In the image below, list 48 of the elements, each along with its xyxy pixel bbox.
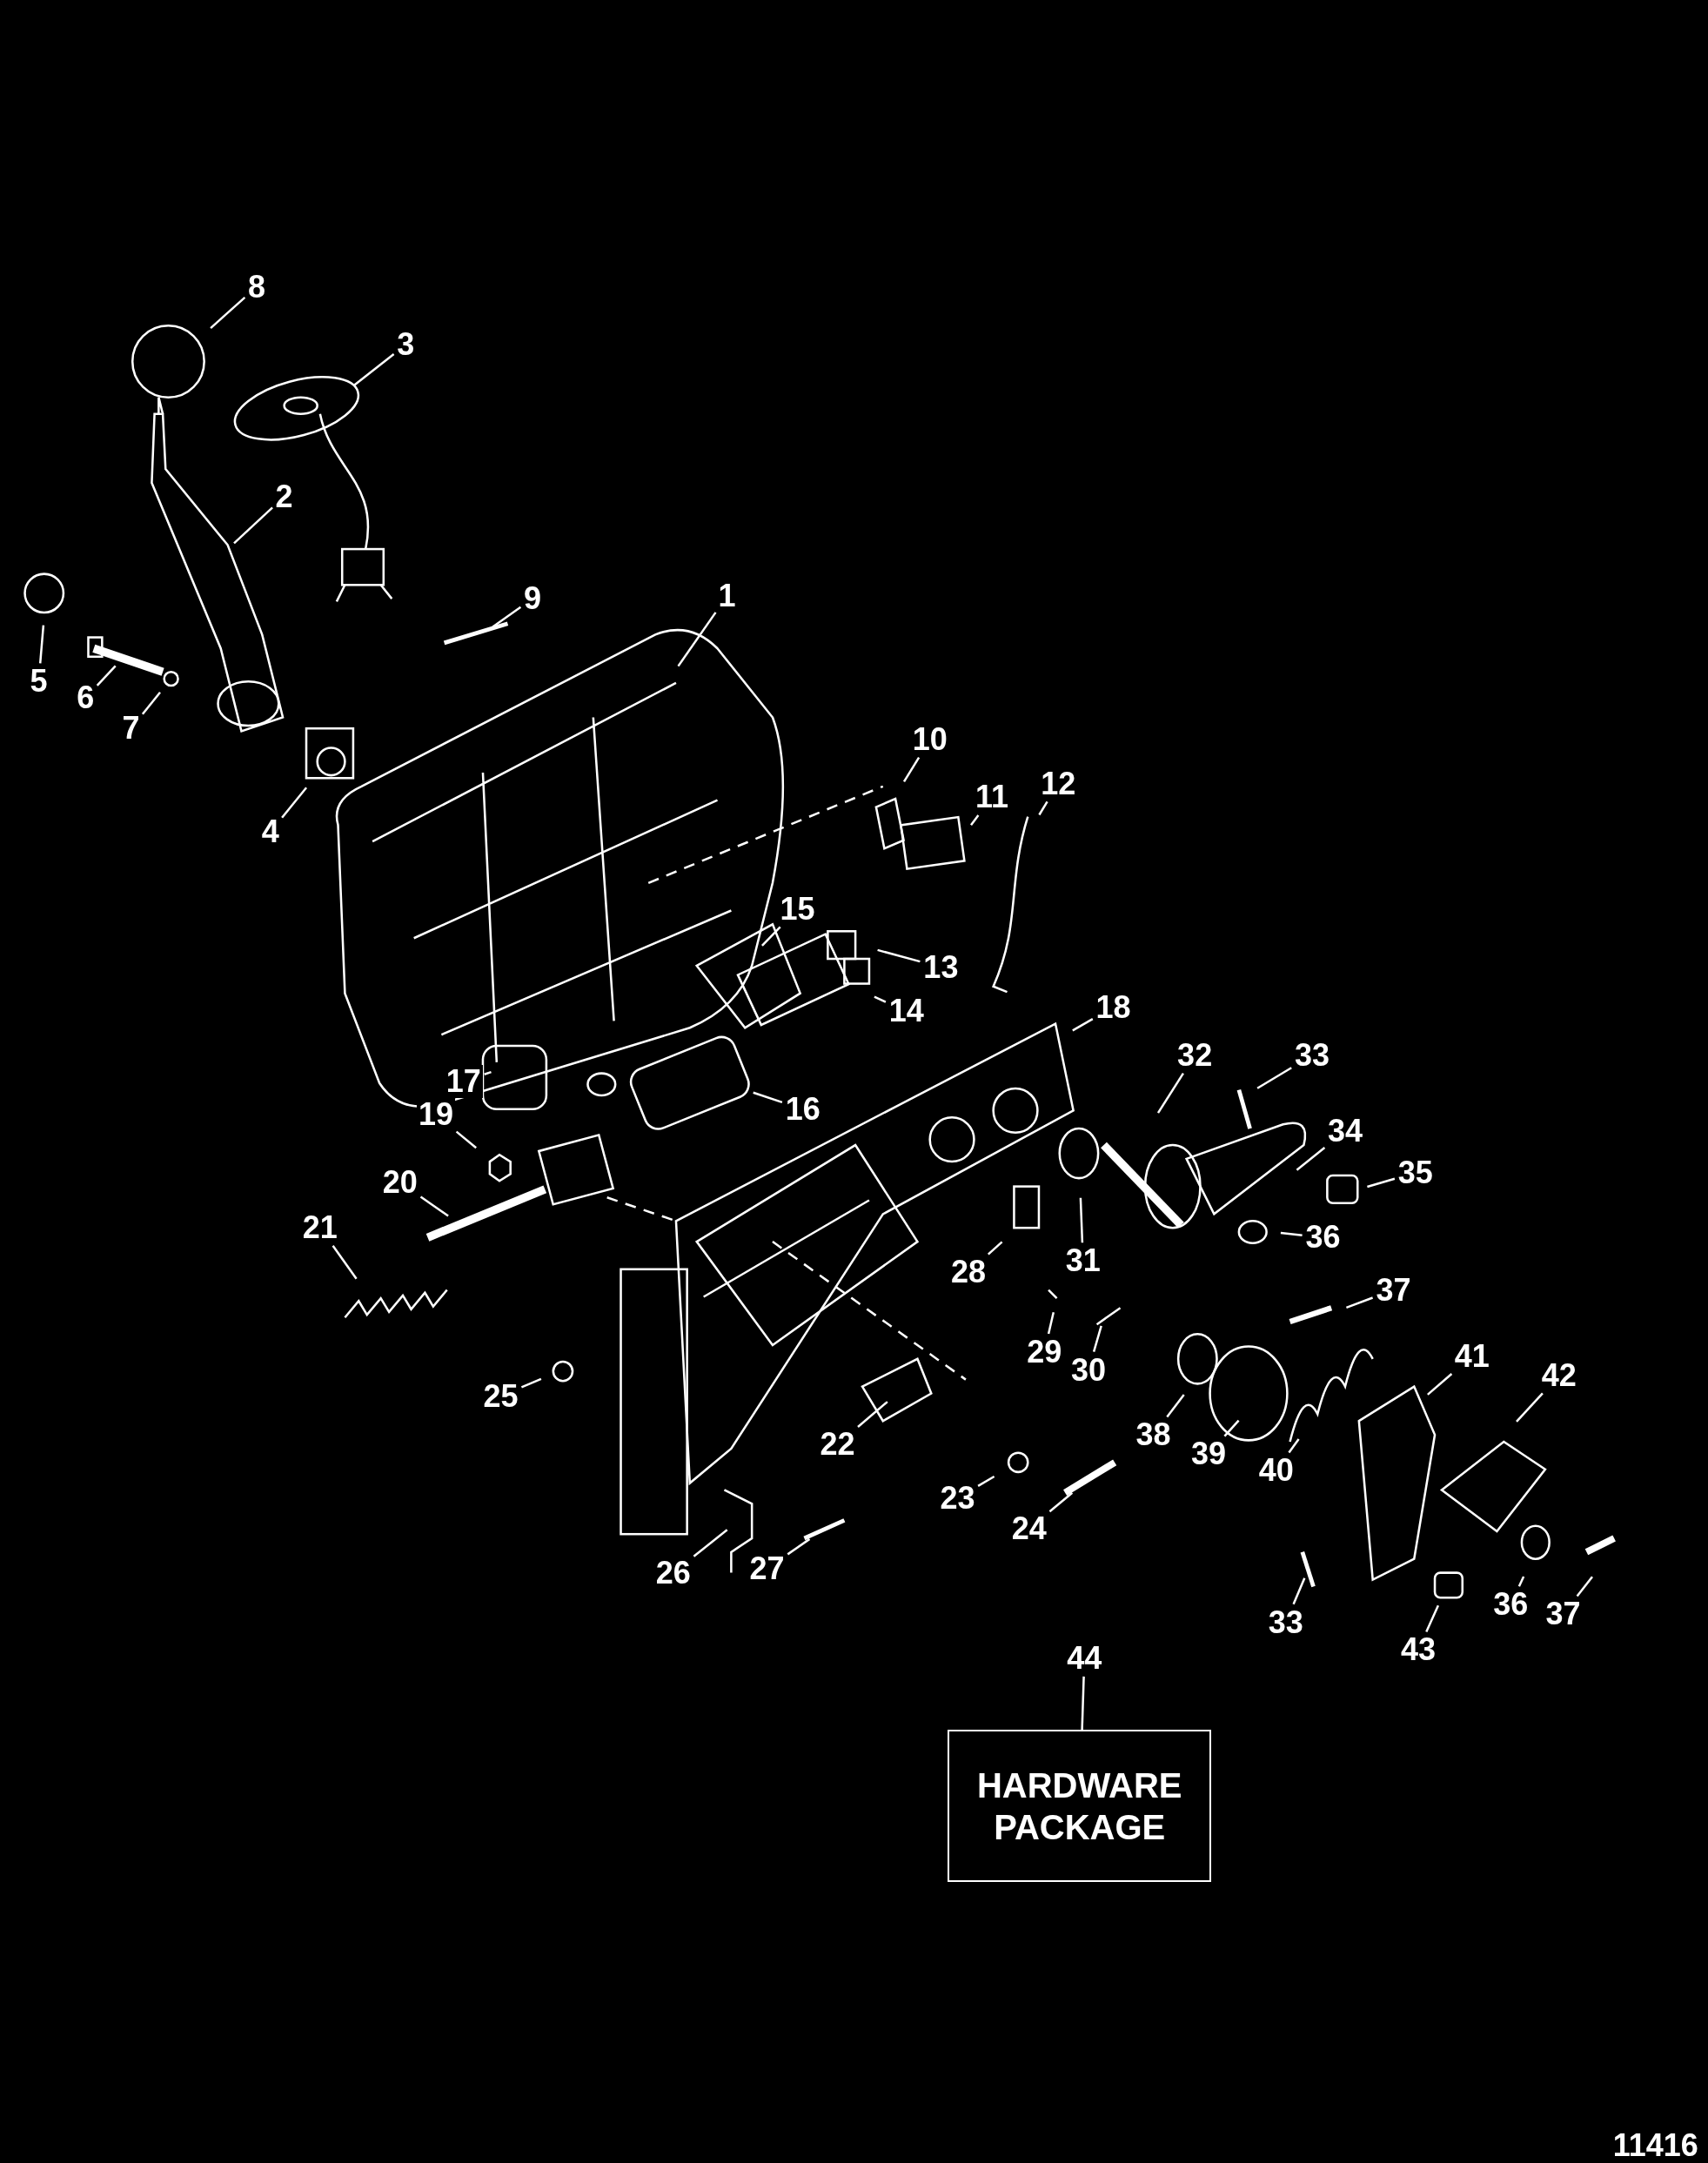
leader-line: [96, 665, 117, 686]
leader-line: [1166, 1394, 1185, 1418]
leader-line: [1081, 1676, 1085, 1731]
leader-line: [693, 1529, 728, 1557]
leader-line: [1517, 1576, 1525, 1587]
leader-line: [787, 1537, 811, 1556]
leader-line: [1292, 1577, 1306, 1605]
leader-line: [1296, 1147, 1326, 1171]
leader-line: [1047, 1311, 1055, 1335]
leader-line: [1425, 1604, 1440, 1633]
leader-line: [1516, 1392, 1544, 1423]
leader-line: [1256, 1067, 1292, 1089]
leader-line: [1288, 1438, 1300, 1454]
leader-line: [38, 625, 45, 664]
leader-line: [419, 1195, 449, 1217]
leader-line: [874, 995, 887, 1003]
leader-line: [1156, 1073, 1184, 1114]
leader-line: [1367, 1177, 1396, 1189]
leader-line: [987, 1241, 1003, 1256]
figure-number: 11416: [1612, 2126, 1698, 2163]
leader-line: [484, 1070, 492, 1075]
leader-line: [902, 756, 921, 783]
leader-line: [877, 948, 921, 963]
leader-line: [1223, 1419, 1240, 1437]
leader-line: [281, 787, 308, 819]
leader-line: [1038, 800, 1048, 816]
leader-line: [1079, 1197, 1084, 1243]
leader-line: [455, 1130, 477, 1149]
leader-line: [1092, 1325, 1102, 1352]
leader-line: [1576, 1576, 1593, 1597]
leader-line: [1427, 1373, 1453, 1396]
leader-line: [492, 606, 522, 628]
leader-line: [233, 506, 273, 545]
leader-line: [977, 1475, 995, 1487]
leader-line: [761, 926, 781, 947]
leader-line: [141, 692, 161, 715]
leader-line: [353, 353, 395, 386]
leader-line: [970, 814, 980, 826]
leader-line: [1345, 1296, 1374, 1309]
hardware-package-box: HARDWARE PACKAGE: [948, 1730, 1212, 1882]
leader-line: [1280, 1231, 1303, 1236]
leader-line: [520, 1377, 542, 1389]
leader-line: [332, 1245, 358, 1280]
leader-line: [857, 1401, 888, 1428]
leader-line: [210, 296, 246, 330]
leader-line: [753, 1091, 783, 1104]
leader-line: [1048, 1491, 1074, 1513]
leader-line: [1072, 1018, 1094, 1032]
